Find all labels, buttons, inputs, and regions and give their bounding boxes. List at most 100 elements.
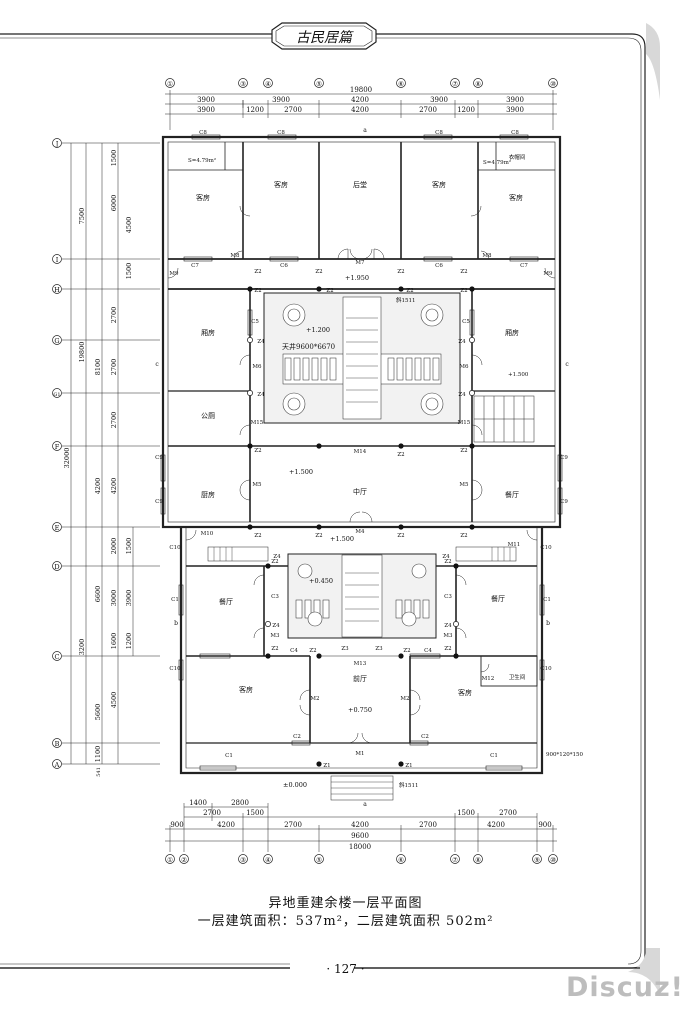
svg-text:M14: M14 [354,449,367,455]
axis-top-1: ① [167,80,173,88]
columns-open [247,337,475,627]
svg-text:M1: M1 [355,751,364,757]
svg-text:⑩: ⑩ [550,856,556,864]
svg-text:900: 900 [170,821,183,829]
svg-text:M6: M6 [252,364,262,370]
axis-top-5: ⑤ [316,80,322,88]
room-wing-east: 厢房 [505,328,519,337]
svg-text:Z2: Z2 [271,646,278,652]
top-axis-labels: ① ③ ④ ⑤ ⑥ ⑦ ⑧ ⑩ [167,80,556,88]
columns [247,286,475,767]
svg-text:Z4: Z4 [257,392,265,398]
room-dining-north: 餐厅 [505,490,519,499]
dim-left-mid-6: 5600 [94,704,102,721]
svg-text:C6: C6 [435,263,443,269]
svg-text:Z4: Z4 [458,339,466,345]
svg-text:Z2: Z2 [254,288,261,294]
svg-text:Z2: Z2 [315,269,322,275]
svg-text:C4: C4 [424,648,432,654]
left-axis-labels: J I H G G1 F E D C B A [53,140,60,769]
svg-text:a: a [363,801,367,808]
svg-text:4200: 4200 [351,821,369,829]
svg-text:C10: C10 [540,666,552,672]
svg-text:M5: M5 [459,482,469,488]
elevation-marks: +1.950 +1.200 +1.500 +1.500 +0.450 +0.75… [283,274,583,789]
area-west: S=4.79m² [188,157,216,164]
page-corner-decoration [628,23,660,995]
svg-text:Z1: Z1 [405,763,412,769]
component-tags: C8 C8 C8 C8 C7 C7 C6 C6 C5 C5 C9 C9 C9 C… [155,127,569,808]
svg-text:⑨: ⑨ [534,856,540,864]
dim-top-r2-6: 1200 [457,106,475,114]
room-dining-se: 餐厅 [491,594,505,603]
dim-left-mid-2: 8100 [94,359,102,376]
dim-left-mid-5: 3200 [78,639,86,656]
svg-text:C8: C8 [199,130,207,136]
svg-text:Z2: Z2 [271,559,278,565]
svg-text:C3: C3 [444,594,452,600]
axis-top-7: ⑦ [452,80,458,88]
elev-7: ±0.000 [283,781,307,789]
dim-left-inner-3: 2700 [110,307,118,324]
dim-top-r1-3: 4200 [351,96,369,104]
room-guest-n2: 客房 [432,180,446,189]
caption-title: 异地重建余楼一层平面图 [268,896,423,911]
slope-top: 斜1511 [396,296,416,304]
svg-text:M15: M15 [458,420,471,426]
svg-text:Z2: Z2 [309,648,316,654]
room-public-toilet: 公厕 [201,412,215,420]
svg-text:Z2: Z2 [460,288,467,294]
axis-left-G1: G1 [53,392,60,398]
svg-text:M7: M7 [355,260,365,266]
left-dimension-lines [62,142,160,765]
svg-text:C1: C1 [171,597,179,603]
svg-text:M2: M2 [400,696,409,702]
svg-text:C10: C10 [540,545,552,551]
svg-text:4200: 4200 [217,821,235,829]
svg-text:M4: M4 [355,529,365,535]
svg-text:1400: 1400 [189,799,207,807]
dim-left-mid-8: 541 [96,767,102,777]
axis-left-G: G [54,337,59,345]
courtyard-label: 天井9600*6670 [282,342,335,351]
svg-text:C5: C5 [251,319,259,325]
dim-left-mid-1: 7500 [78,208,86,225]
svg-text:Z2: Z2 [254,448,261,454]
svg-text:②: ② [181,856,187,864]
svg-text:Z2: Z2 [403,648,410,654]
dim-top-r2-3: 2700 [284,106,302,114]
svg-text:Z2: Z2 [315,533,322,539]
svg-text:Z2: Z2 [460,269,467,275]
svg-text:M12: M12 [482,676,495,682]
svg-text:①: ① [167,856,173,864]
svg-text:C10: C10 [169,545,181,551]
lower-courtyard [207,395,535,801]
svg-text:b: b [546,620,550,627]
upper-courtyard: 天井9600*6670 [263,292,461,424]
left-dimension-texts: 32000 19800 7500 8100 4200 6600 3200 560… [63,150,133,777]
svg-text:2700: 2700 [499,809,517,817]
svg-text:Z4: Z4 [257,339,265,345]
dim-left-inner-9: 1600 [110,633,118,650]
dim-left-mid-3: 4200 [94,478,102,495]
svg-text:C9: C9 [560,455,568,461]
svg-text:2700: 2700 [419,821,437,829]
svg-text:4200: 4200 [487,821,505,829]
svg-text:M6: M6 [459,364,469,370]
dim-top-r2-4: 4200 [351,106,369,114]
svg-text:M3: M3 [443,633,453,639]
svg-text:C4: C4 [290,648,298,654]
svg-text:Z4: Z4 [273,554,281,560]
elev-4: +1.500 [330,535,354,543]
axis-left-F: F [55,443,60,451]
svg-text:⑤: ⑤ [316,856,322,864]
svg-text:C5: C5 [462,319,470,325]
svg-text:C9: C9 [560,499,568,505]
svg-text:C1: C1 [490,753,498,759]
axis-top-4: ④ [265,80,271,88]
elev-5: +0.450 [309,577,333,585]
svg-text:M5: M5 [252,482,262,488]
svg-text:C1: C1 [225,753,233,759]
svg-text:Z4: Z4 [442,554,450,560]
